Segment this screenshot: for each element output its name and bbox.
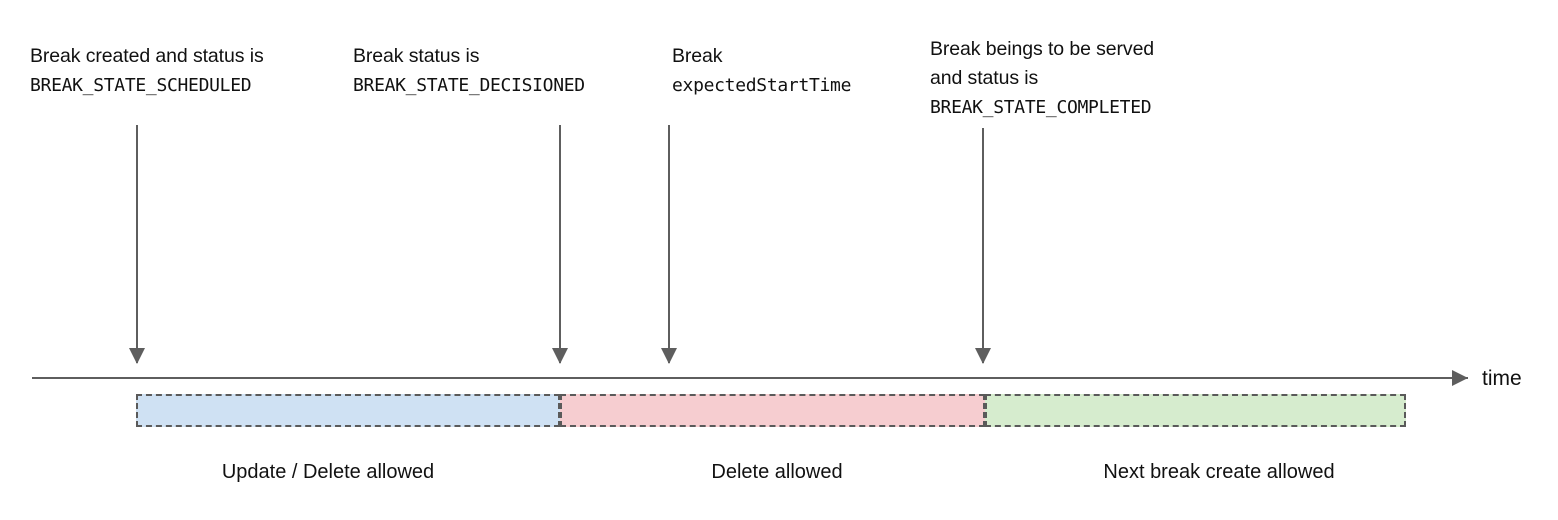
pointer-arrow-scheduled-icon <box>129 125 145 364</box>
time-axis-line <box>32 377 1468 379</box>
pointer-arrow-decisioned-icon <box>552 125 568 364</box>
segment-update-delete <box>136 394 560 427</box>
annotation-line: expectedStartTime <box>672 75 852 96</box>
annotation-line: Break beings to be served <box>930 38 1155 60</box>
annotation-scheduled: Break created and status is BREAK_STATE_… <box>30 42 264 100</box>
time-axis-arrow-icon <box>1452 370 1468 386</box>
arrow-head-icon <box>661 348 677 364</box>
caption-next-break: Next break create allowed <box>1103 461 1335 483</box>
arrow-shaft <box>559 125 561 363</box>
segment-delete-only <box>560 394 985 427</box>
arrow-shaft <box>668 125 670 363</box>
annotation-expected-start-time: Break expectedStartTime <box>672 42 851 100</box>
annotation-line: Break status is <box>353 45 480 67</box>
annotation-line: and status is <box>930 67 1039 89</box>
time-axis-label: time <box>1482 367 1522 390</box>
caption-update-delete: Update / Delete allowed <box>221 461 435 483</box>
arrow-shaft <box>982 128 984 363</box>
annotation-line: BREAK_STATE_DECISIONED <box>353 75 585 96</box>
annotation-line: BREAK_STATE_COMPLETED <box>930 97 1152 118</box>
segment-next-break <box>985 394 1406 427</box>
annotation-line: Break created and status is <box>30 45 264 67</box>
caption-delete-only: Delete allowed <box>711 461 843 483</box>
pointer-arrow-expected-start-time-icon <box>661 125 677 364</box>
arrow-head-icon <box>552 348 568 364</box>
pointer-arrow-completed-icon <box>975 128 991 364</box>
annotation-line: Break <box>672 45 723 67</box>
arrow-head-icon <box>129 348 145 364</box>
annotation-completed: Break beings to be served and status is … <box>930 35 1154 122</box>
annotation-decisioned: Break status is BREAK_STATE_DECISIONED <box>353 42 585 100</box>
arrow-shaft <box>136 125 138 363</box>
arrow-head-icon <box>975 348 991 364</box>
annotation-line: BREAK_STATE_SCHEDULED <box>30 75 252 96</box>
